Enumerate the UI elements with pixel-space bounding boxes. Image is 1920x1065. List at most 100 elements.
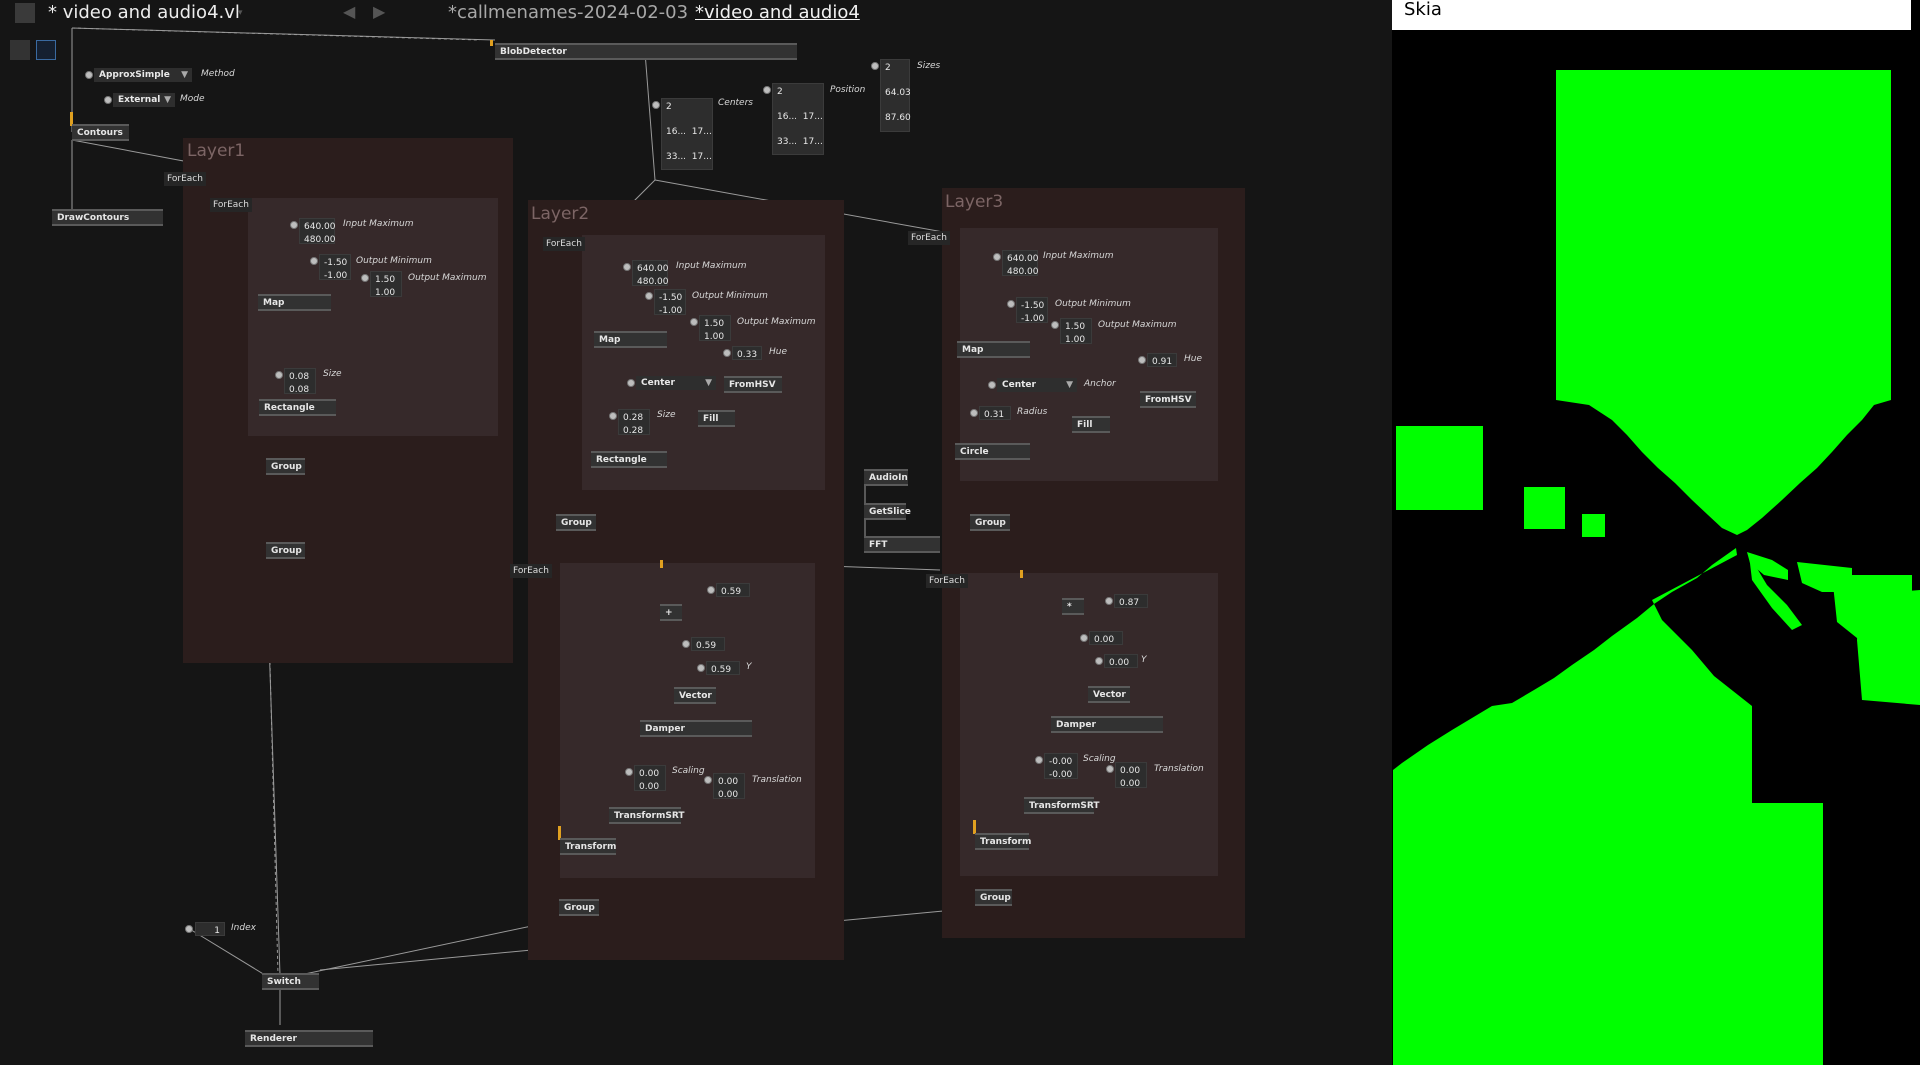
foreach-tag-layer1[interactable]: ForEach	[210, 198, 252, 212]
selection-square-icon[interactable]	[36, 40, 56, 60]
input-maximum-pin-layer3[interactable]	[993, 253, 1001, 261]
y-pin-layer3[interactable]	[1095, 657, 1103, 665]
scaling-pin-layer3[interactable]	[1035, 756, 1043, 764]
group-node-layer3-inner[interactable]: Group	[970, 514, 1010, 531]
blobdetector-node[interactable]: BlobDetector	[495, 43, 797, 60]
circle-node-layer3[interactable]: Circle	[955, 443, 1030, 460]
centers-pin[interactable]	[652, 101, 660, 109]
foreach-tag-layer1-outer[interactable]: ForEach	[164, 172, 206, 186]
output-maximum-pin-layer3[interactable]	[1051, 321, 1059, 329]
size-pin-layer1[interactable]	[275, 371, 283, 379]
damper-node-layer3[interactable]: Damper	[1051, 716, 1163, 733]
value-pad-087[interactable]: 0.87	[1114, 594, 1148, 608]
output-minimum-pad-layer2[interactable]: -1.50-1.00	[654, 289, 686, 316]
value-pin-059a[interactable]	[707, 586, 715, 594]
hue-pin-layer3[interactable]	[1138, 356, 1146, 364]
foreach-tag-layer2-bottom[interactable]: ForEach	[510, 564, 552, 578]
plus-node-layer2[interactable]: +	[660, 604, 682, 621]
hue-pad-layer2[interactable]: 0.33	[732, 346, 762, 360]
output-minimum-pin[interactable]	[310, 257, 318, 265]
radius-pin-layer3[interactable]	[970, 409, 978, 417]
app-menu-icon[interactable]	[15, 3, 35, 23]
output-maximum-pin-layer2[interactable]	[690, 318, 698, 326]
chevron-down-icon[interactable]: ▾	[238, 8, 243, 18]
transformsrt-node-layer3[interactable]: TransformSRT	[1024, 797, 1100, 814]
map-node-layer2[interactable]: Map	[594, 331, 667, 348]
getslice-node[interactable]: GetSlice	[864, 503, 911, 520]
value-pad-059a[interactable]: 0.59	[716, 583, 750, 597]
value-pin-059b[interactable]	[682, 640, 690, 648]
hue-pin-layer2[interactable]	[723, 349, 731, 357]
value-pad-000a[interactable]: 0.00	[1089, 631, 1123, 645]
map-node-layer1[interactable]: Map	[258, 294, 331, 311]
fromhsv-node-layer2[interactable]: FromHSV	[724, 376, 782, 393]
translation-pin-layer2[interactable]	[704, 776, 712, 784]
foreach-tag-layer3-bottom[interactable]: ForEach	[926, 574, 968, 588]
foreach-tag-layer3[interactable]: ForEach	[908, 231, 950, 245]
anchor-pin-layer3[interactable]	[988, 381, 996, 389]
tab-document-1[interactable]: * video and audio4.vl	[48, 2, 240, 23]
mul-node-layer3[interactable]: *	[1062, 598, 1084, 615]
transform-node-layer3[interactable]: Transform	[975, 833, 1031, 850]
input-maximum-pin[interactable]	[290, 221, 298, 229]
method-pin[interactable]	[85, 71, 93, 79]
map-node-layer3[interactable]: Map	[957, 341, 1030, 358]
group-node-layer2-outer[interactable]: Group	[559, 899, 599, 916]
renderer-node[interactable]: Renderer	[245, 1030, 373, 1047]
tab-document-3[interactable]: *video and audio4	[695, 2, 860, 23]
size-pin-layer2[interactable]	[609, 412, 617, 420]
vector-node-layer2[interactable]: Vector	[674, 687, 716, 704]
radius-pad-layer3[interactable]: 0.31	[979, 406, 1011, 420]
sizes-pin[interactable]	[871, 62, 879, 70]
mode-pin[interactable]	[104, 96, 112, 104]
sizes-spread[interactable]: 2 64.03 87.60	[880, 59, 911, 132]
hue-pad-layer3[interactable]: 0.91	[1147, 353, 1177, 367]
centers-spread[interactable]: 2 16... 17... 33... 17...	[661, 98, 713, 170]
audioin-node[interactable]: AudioIn	[864, 469, 908, 486]
value-pad-059b[interactable]: 0.59	[691, 637, 725, 651]
group-node-layer2-inner[interactable]: Group	[556, 514, 596, 531]
forward-arrow-icon[interactable]: ▶	[373, 2, 386, 21]
center-enum-layer3[interactable]: Center▼	[997, 378, 1077, 392]
skia-render-window[interactable]: Skia	[1392, 0, 1920, 1065]
output-maximum-pin[interactable]	[361, 274, 369, 282]
tab-document-2[interactable]: *callmenames-2024-02-03	[448, 2, 689, 23]
position-pin[interactable]	[763, 86, 771, 94]
value-pin-000a[interactable]	[1080, 634, 1088, 642]
y-pin-layer2[interactable]	[697, 664, 705, 672]
vector-node-layer3[interactable]: Vector	[1088, 686, 1130, 703]
group-node-layer1-outer[interactable]: Group	[266, 542, 305, 559]
damper-node-layer2[interactable]: Damper	[640, 720, 752, 737]
group-node-layer1-inner[interactable]: Group	[266, 458, 305, 475]
output-minimum-pad[interactable]: -1.50-1.00	[319, 254, 351, 281]
index-pad[interactable]: 1	[195, 922, 225, 936]
fft-node[interactable]: FFT	[864, 536, 940, 553]
output-minimum-pad-layer3[interactable]: -1.50-1.00	[1016, 297, 1048, 324]
transform-node-layer2[interactable]: Transform	[560, 838, 616, 855]
fill-node-layer2[interactable]: Fill	[698, 410, 735, 427]
drawcontours-node[interactable]: DrawContours	[52, 209, 163, 226]
fromhsv-node-layer3[interactable]: FromHSV	[1140, 391, 1196, 408]
contours-node[interactable]: Contours	[72, 124, 129, 141]
output-minimum-pin-layer3[interactable]	[1007, 300, 1015, 308]
toggle-square-icon[interactable]	[10, 40, 30, 60]
y-pad-layer3[interactable]: 0.00	[1104, 654, 1138, 668]
anchor-pin-layer2[interactable]	[627, 379, 635, 387]
y-pad-layer2[interactable]: 0.59	[706, 661, 740, 675]
switch-node[interactable]: Switch	[262, 973, 319, 990]
center-enum-layer2[interactable]: Center▼	[636, 376, 716, 390]
position-spread[interactable]: 2 16... 17... 33... 17...	[772, 83, 824, 155]
fill-node-layer3[interactable]: Fill	[1072, 416, 1110, 433]
rectangle-node-layer1[interactable]: Rectangle	[259, 399, 336, 416]
